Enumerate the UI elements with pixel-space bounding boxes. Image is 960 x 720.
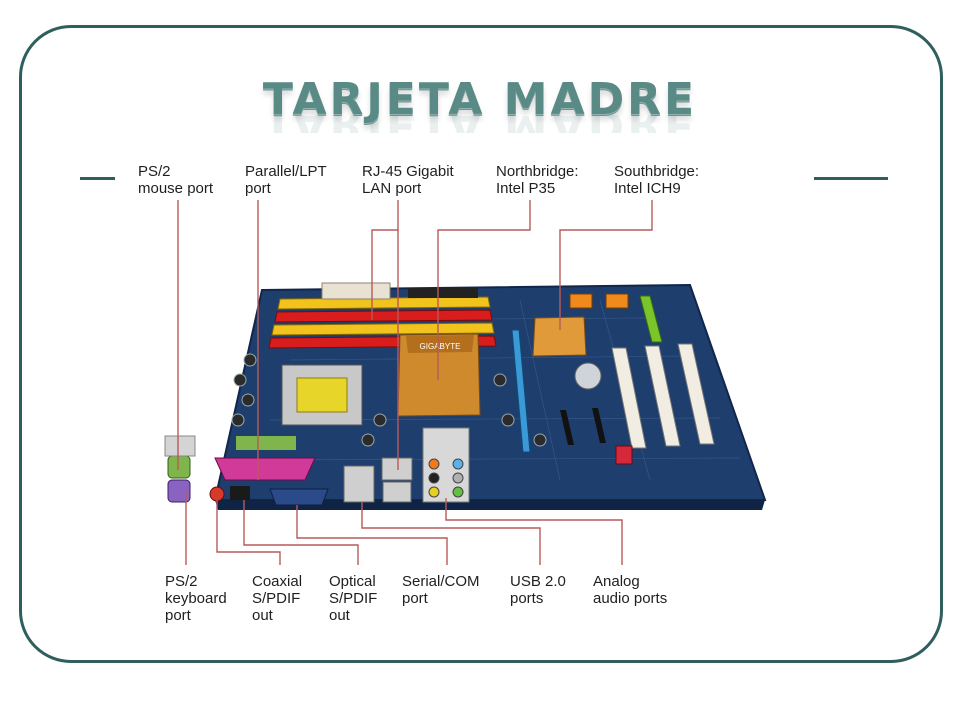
pcie-x1-slot-1 [560, 410, 574, 445]
label-parallel-port: Parallel/LPT port [245, 163, 327, 197]
leader-coaxial [216, 500, 281, 565]
audio-jacks [428, 458, 464, 498]
leader-serial [296, 505, 448, 565]
label-ps2-mouse-port: PS/2 mouse port [138, 163, 214, 197]
label-coaxial-spdif: Coaxial S/PDIF out [252, 573, 303, 624]
serial-port [269, 488, 329, 506]
parallel-header [236, 436, 296, 450]
sata-connector-1 [569, 293, 593, 309]
pci-slot-3 [677, 343, 715, 445]
dimm-slot-3 [271, 322, 495, 336]
green-slot [639, 295, 663, 343]
cpu-socket [281, 364, 363, 426]
title-block: TARJETA MADRE TARJETA MADRE [0, 74, 960, 133]
label-audio-ports: Analog audio ports [593, 573, 668, 607]
board-brand: GIGABYTE [420, 342, 461, 351]
label-optical-spdif: Optical S/PDIF out [329, 573, 378, 624]
parallel-port [214, 457, 316, 481]
usb-ports-1 [343, 465, 375, 503]
cpu-socket-core [296, 377, 348, 413]
label-northbridge: Northbridge: Intel P35 [496, 163, 579, 197]
pci-slot-2 [644, 345, 681, 447]
io-shield-left [164, 435, 196, 457]
leader-usb [361, 502, 541, 565]
atx-power-connector [321, 282, 391, 300]
label-rj45-lan-port: RJ-45 Gigabit LAN port [362, 163, 454, 197]
label-usb-ports: USB 2.0 ports [510, 573, 566, 607]
slide-title: TARJETA MADRE [262, 74, 698, 125]
leader-lines [177, 200, 653, 565]
power-header [408, 288, 478, 298]
leader-rj45 [371, 200, 399, 320]
rj45-lan-port [381, 457, 413, 481]
usb-ports-2 [382, 481, 412, 503]
dimm-slot-2 [274, 309, 493, 323]
pcie-x1-slot-2 [592, 408, 606, 443]
label-southbridge: Southbridge: Intel ICH9 [614, 163, 700, 197]
southbridge-heatsink [532, 316, 587, 357]
ps2-keyboard-port [167, 479, 191, 503]
capacitors [231, 353, 547, 447]
slide-frame [19, 25, 943, 663]
optical-spdif-jack [230, 486, 250, 500]
pcie-x16-slot [511, 329, 531, 453]
leader-northbridge [437, 200, 531, 380]
label-ps2-keyboard-port: PS/2 keyboard port [165, 573, 227, 624]
left-accent-bar [80, 177, 115, 180]
right-accent-bar [814, 177, 888, 180]
sata-connector-2 [605, 293, 629, 309]
coaxial-spdif-jack [209, 486, 225, 502]
leader-audio [445, 498, 623, 565]
leader-southbridge [559, 200, 653, 330]
cmos-battery [574, 362, 602, 390]
pci-slot-1 [611, 347, 647, 449]
label-serial-port: Serial/COM port [402, 573, 480, 607]
red-header [615, 445, 633, 465]
leader-optical [243, 500, 359, 565]
ps2-mouse-port [167, 455, 191, 479]
